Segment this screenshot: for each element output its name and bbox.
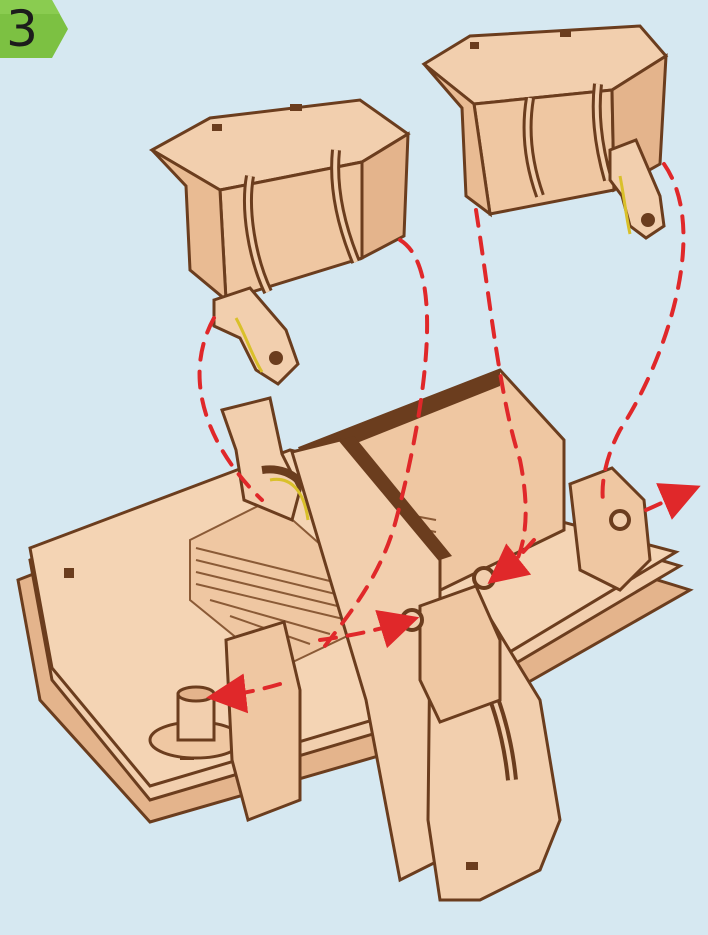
slot: [470, 42, 479, 49]
slot: [64, 568, 74, 578]
guide-post-out: [646, 492, 686, 510]
right-box-module: [424, 26, 666, 238]
slot: [560, 30, 571, 37]
slot: [212, 124, 222, 131]
left-box-hinge: [214, 288, 298, 384]
left-box-module: [152, 100, 408, 384]
slot: [290, 104, 302, 111]
